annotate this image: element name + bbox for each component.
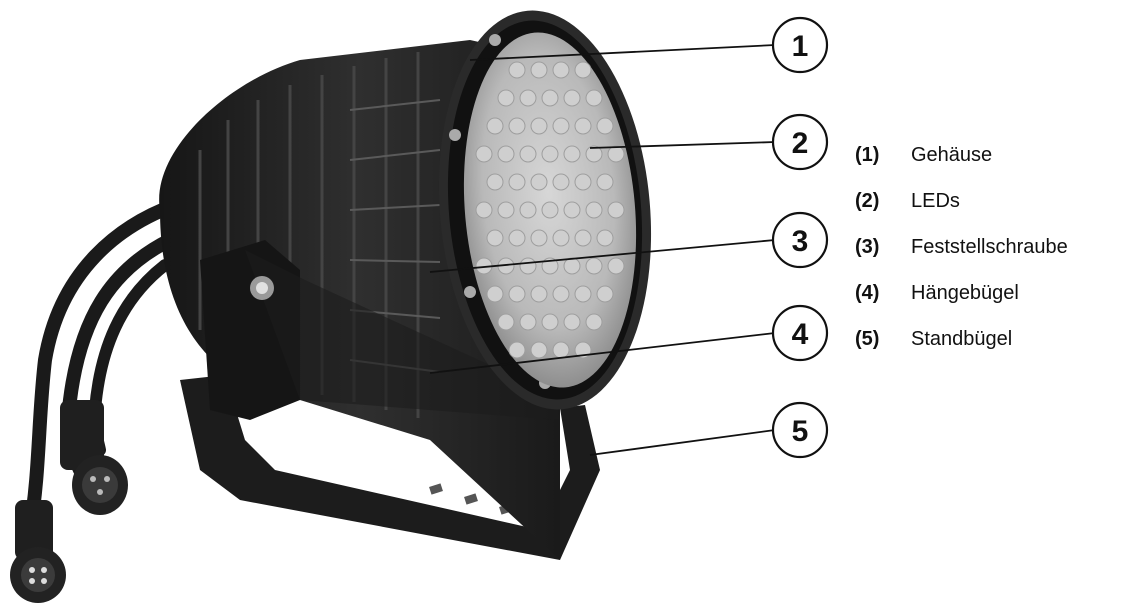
led bbox=[596, 173, 614, 191]
led bbox=[475, 145, 493, 163]
led-array bbox=[463, 32, 637, 388]
led bbox=[574, 61, 592, 79]
led bbox=[585, 89, 603, 107]
callout-3: 3 bbox=[771, 211, 829, 269]
led bbox=[585, 313, 603, 331]
legend-number: (1) bbox=[855, 143, 880, 166]
callout-5: 5 bbox=[771, 401, 829, 459]
fixing-screw bbox=[250, 276, 274, 300]
led bbox=[530, 173, 548, 191]
led bbox=[552, 229, 570, 247]
led bbox=[574, 285, 592, 303]
led bbox=[519, 89, 537, 107]
led bbox=[541, 313, 559, 331]
legend-item-housing: (1) Gehäuse bbox=[855, 132, 1068, 178]
led bbox=[552, 61, 570, 79]
legend-number: (2) bbox=[855, 189, 880, 212]
led bbox=[497, 145, 515, 163]
led bbox=[508, 341, 526, 359]
led bbox=[596, 117, 614, 135]
leader-line-5 bbox=[589, 429, 776, 456]
callout-2: 2 bbox=[771, 113, 829, 171]
led bbox=[574, 229, 592, 247]
led bbox=[607, 201, 625, 219]
callouts: 1 2 3 4 5 bbox=[771, 16, 829, 459]
led bbox=[552, 173, 570, 191]
leader-line-4 bbox=[429, 332, 776, 374]
led bbox=[486, 229, 504, 247]
led bbox=[486, 117, 504, 135]
led bbox=[563, 313, 581, 331]
led bbox=[530, 229, 548, 247]
led bbox=[563, 145, 581, 163]
led bbox=[563, 201, 581, 219]
led bbox=[541, 145, 559, 163]
led bbox=[497, 313, 515, 331]
led bbox=[585, 145, 603, 163]
legend-item-leds: (2) LEDs bbox=[855, 178, 1068, 224]
led bbox=[574, 173, 592, 191]
led bbox=[530, 61, 548, 79]
led bbox=[519, 201, 537, 219]
led bbox=[541, 201, 559, 219]
led-dots bbox=[475, 61, 625, 359]
callout-1: 1 bbox=[771, 16, 829, 74]
leader-line-2 bbox=[589, 141, 776, 149]
led bbox=[563, 89, 581, 107]
led bbox=[596, 229, 614, 247]
cable-connector-male bbox=[60, 400, 128, 515]
led bbox=[552, 285, 570, 303]
led bbox=[508, 229, 526, 247]
led bbox=[585, 257, 603, 275]
parts-legend: (1) Gehäuse (2) LEDs (3) Feststellschrau… bbox=[855, 132, 1068, 362]
led bbox=[574, 117, 592, 135]
led bbox=[585, 201, 603, 219]
led bbox=[508, 285, 526, 303]
legend-label: Gehäuse bbox=[911, 143, 993, 166]
led bbox=[486, 173, 504, 191]
callout-number: 2 bbox=[792, 127, 809, 160]
hanging-bracket bbox=[200, 240, 560, 420]
legend-label: Standbügel bbox=[911, 327, 1013, 350]
cable-connector-female bbox=[10, 500, 66, 603]
legend-label: Hängebügel bbox=[911, 281, 1019, 304]
led bbox=[508, 61, 526, 79]
led bbox=[508, 117, 526, 135]
led bbox=[508, 173, 526, 191]
led bbox=[552, 341, 570, 359]
legend-item-hanging-bracket: (4) Hängebügel bbox=[855, 270, 1068, 316]
legend-label: LEDs bbox=[911, 189, 960, 212]
led bbox=[530, 285, 548, 303]
led bbox=[552, 117, 570, 135]
led bbox=[607, 145, 625, 163]
led bbox=[497, 89, 515, 107]
callout-number: 4 bbox=[792, 318, 809, 351]
legend-item-stand-bracket: (5) Standbügel bbox=[855, 316, 1068, 362]
led bbox=[486, 285, 504, 303]
callout-number: 5 bbox=[792, 415, 809, 448]
led bbox=[475, 201, 493, 219]
callout-4: 4 bbox=[771, 304, 829, 362]
legend-item-fixing-screw: (3) Feststellschraube bbox=[855, 224, 1068, 270]
led bbox=[519, 257, 537, 275]
legend-label: Feststellschraube bbox=[911, 235, 1068, 258]
led bbox=[519, 145, 537, 163]
legend-number: (3) bbox=[855, 235, 880, 258]
legend-number: (4) bbox=[855, 281, 880, 304]
callout-number: 3 bbox=[792, 225, 809, 258]
legend-number: (5) bbox=[855, 327, 880, 350]
led bbox=[596, 285, 614, 303]
led bbox=[530, 117, 548, 135]
led bbox=[530, 341, 548, 359]
leader-lines bbox=[429, 44, 776, 456]
led bbox=[519, 313, 537, 331]
led bbox=[497, 201, 515, 219]
leader-line-3 bbox=[429, 239, 776, 273]
led bbox=[541, 89, 559, 107]
led bbox=[563, 257, 581, 275]
leader-line-1 bbox=[469, 44, 776, 61]
callout-number: 1 bbox=[792, 30, 809, 63]
led bbox=[607, 257, 625, 275]
